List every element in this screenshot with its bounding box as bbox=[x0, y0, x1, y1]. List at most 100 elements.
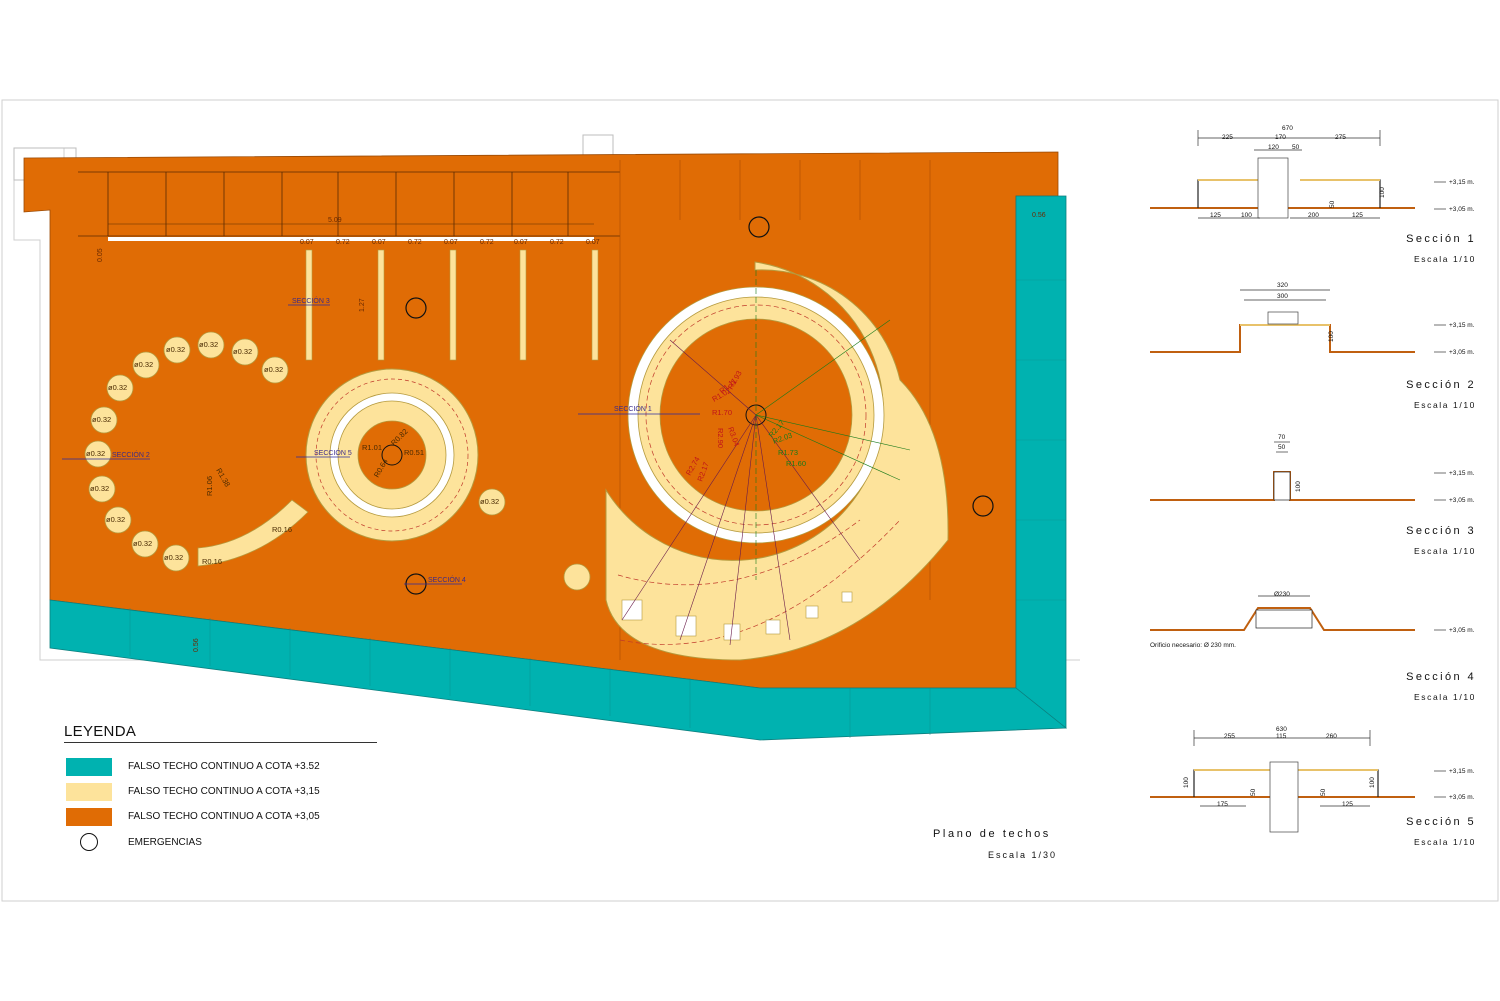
section-1-drawing bbox=[1150, 130, 1446, 219]
s1-dim-e: 50 bbox=[1292, 144, 1300, 151]
teal-joints bbox=[129, 279, 1066, 738]
dim-007-c: 0.07 bbox=[444, 239, 458, 246]
s1-dim-k: 100 bbox=[1379, 187, 1386, 198]
section-3-drawing bbox=[1150, 441, 1446, 501]
dim-072-d: 0.72 bbox=[550, 239, 564, 246]
diam-label: ø0.32 bbox=[166, 345, 185, 354]
s1-dim-c: 275 bbox=[1335, 134, 1346, 141]
s5-level-upper: +3,15 m. bbox=[1449, 768, 1475, 775]
section-marker-3: SECCIÓN 3 bbox=[292, 296, 330, 305]
section-2-scale: Escala 1/10 bbox=[1413, 400, 1476, 410]
dim-007-a: 0.07 bbox=[300, 239, 314, 246]
ceiling-plan bbox=[13, 134, 1080, 741]
radius-r290: R2.90 bbox=[716, 428, 725, 448]
s1-dim-j: 50 bbox=[1329, 200, 1336, 208]
s3-level-upper: +3,15 m. bbox=[1449, 470, 1475, 477]
s1-dim-h: 200 bbox=[1308, 212, 1319, 219]
diam-label: ø0.32 bbox=[86, 449, 105, 458]
ceiling-zone-352-bottom bbox=[49, 599, 1068, 741]
emergency-circle-icon bbox=[80, 833, 98, 851]
dim-056-bottom: 0.56 bbox=[193, 638, 200, 652]
plan-title: Plano de techos bbox=[933, 828, 1051, 840]
diam-label: ø0.32 bbox=[164, 553, 183, 562]
medium-ring bbox=[305, 368, 479, 542]
diam-label: ø0.32 bbox=[199, 340, 218, 349]
s1-dim-total: 670 bbox=[1282, 125, 1293, 132]
section-cut-lines bbox=[62, 304, 700, 585]
swatch-teal bbox=[66, 758, 112, 776]
diam-label: ø0.32 bbox=[108, 383, 127, 392]
light-strip-top bbox=[108, 237, 594, 241]
s5-dim-total: 630 bbox=[1276, 726, 1287, 733]
s5-dim-i: 100 bbox=[1369, 777, 1376, 788]
section-details bbox=[1150, 130, 1446, 833]
small-round-lights bbox=[84, 331, 591, 591]
section-marker-1: SECCIÓN 1 bbox=[614, 404, 652, 413]
section-marker-2: SECCIÓN 2 bbox=[112, 450, 150, 459]
diam-label: ø0.32 bbox=[133, 539, 152, 548]
dim-005: 0.05 bbox=[97, 248, 104, 262]
curved-light-band bbox=[197, 499, 309, 567]
section-4-note: Orificio necesario: Ø 230 mm. bbox=[1150, 642, 1236, 649]
plan-scale: Escala 1/30 bbox=[988, 850, 1058, 860]
dim-072-c: 0.72 bbox=[480, 239, 494, 246]
section-5-scale: Escala 1/10 bbox=[1413, 837, 1476, 847]
section-1-title: Sección 1 bbox=[1406, 233, 1476, 245]
radius-r170: R1.70 bbox=[712, 408, 732, 417]
s3-dim-inner: 50 bbox=[1278, 444, 1286, 451]
s1-dim-i: 125 bbox=[1352, 212, 1363, 219]
s2-dim-inner: 300 bbox=[1277, 293, 1288, 300]
s5-dim-c: 260 bbox=[1326, 733, 1337, 740]
s5-dim-b: 115 bbox=[1276, 733, 1287, 740]
radius-r016-b: R0.16 bbox=[202, 557, 222, 566]
legend-label: FALSO TECHO CONTINUO A COTA +3,15 bbox=[128, 786, 320, 797]
s1-dim-b: 170 bbox=[1275, 134, 1286, 141]
section-1-scale: Escala 1/10 bbox=[1413, 254, 1476, 264]
section-2-title: Sección 2 bbox=[1406, 379, 1476, 391]
s3-level-lower: +3,05 m. bbox=[1449, 497, 1475, 504]
section-4-title: Sección 4 bbox=[1406, 671, 1476, 683]
s5-dim-a: 255 bbox=[1224, 733, 1235, 740]
diam-label: ø0.32 bbox=[480, 497, 499, 506]
section-5-drawing bbox=[1150, 730, 1446, 833]
legend-label: FALSO TECHO CONTINUO A COTA +3.52 bbox=[128, 761, 320, 772]
legend-label: EMERGENCIAS bbox=[128, 837, 202, 848]
radius-r160: R1.60 bbox=[786, 459, 806, 468]
swatch-orange bbox=[66, 808, 112, 826]
s2-level-upper: +3,15 m. bbox=[1449, 322, 1475, 329]
section-5-title: Sección 5 bbox=[1406, 816, 1476, 828]
section-marker-4: SECCIÓN 4 bbox=[428, 575, 466, 584]
s1-level-upper: +3,15 m. bbox=[1449, 179, 1475, 186]
legend-divider bbox=[64, 742, 377, 743]
dim-056-right: 0.56 bbox=[1032, 212, 1046, 219]
s4-level-lower: +3,05 m. bbox=[1449, 627, 1475, 634]
s5-dim-h: 100 bbox=[1183, 777, 1190, 788]
s5-dim-f: 50 bbox=[1250, 788, 1257, 796]
s5-level-lower: +3,05 m. bbox=[1449, 794, 1475, 801]
section-marker-5: SECCIÓN 5 bbox=[314, 448, 352, 457]
legend-label: FALSO TECHO CONTINUO A COTA +3,05 bbox=[128, 811, 320, 822]
legend-title: LEYENDA bbox=[64, 723, 137, 740]
diam-label: ø0.32 bbox=[264, 365, 283, 374]
swatch-yellow bbox=[66, 783, 112, 801]
s1-dim-d: 120 bbox=[1268, 144, 1279, 151]
section-4-scale: Escala 1/10 bbox=[1413, 692, 1476, 702]
s3-dim-outer: 70 bbox=[1278, 434, 1286, 441]
wall-outline bbox=[13, 147, 1080, 661]
s4-dim-diam: Ø230 bbox=[1274, 591, 1290, 598]
s2-dim-h: 100 bbox=[1328, 331, 1335, 342]
large-spiral bbox=[605, 261, 949, 661]
dim-072-b: 0.72 bbox=[408, 239, 422, 246]
radius-r101: R1.01 bbox=[362, 443, 382, 452]
dim-127: 1.27 bbox=[359, 298, 366, 312]
s3-dim-h: 100 bbox=[1295, 481, 1302, 492]
s2-level-lower: +3,05 m. bbox=[1449, 349, 1475, 356]
dim-509: 5.09 bbox=[328, 217, 342, 224]
dim-007-e: 0.07 bbox=[586, 239, 600, 246]
radius-r173: R1.73 bbox=[778, 448, 798, 457]
s1-level-lower: +3,05 m. bbox=[1449, 206, 1475, 213]
section-4-drawing bbox=[1150, 595, 1446, 631]
sheet-frame bbox=[1, 99, 1499, 902]
s1-dim-a: 225 bbox=[1222, 134, 1233, 141]
